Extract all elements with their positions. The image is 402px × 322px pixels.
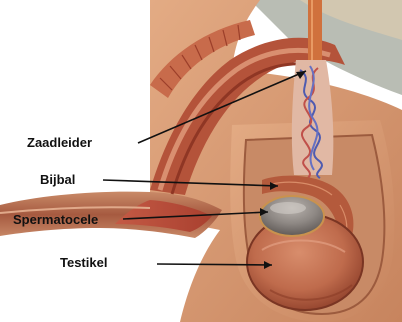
leader-line-testikel: [157, 264, 272, 265]
spermatocele-cyst: [260, 196, 324, 236]
label-bijbal: Bijbal: [40, 172, 75, 187]
label-testikel: Testikel: [60, 255, 107, 270]
label-zaadleider: Zaadleider: [27, 135, 92, 150]
label-spermatocele: Spermatocele: [13, 212, 98, 227]
